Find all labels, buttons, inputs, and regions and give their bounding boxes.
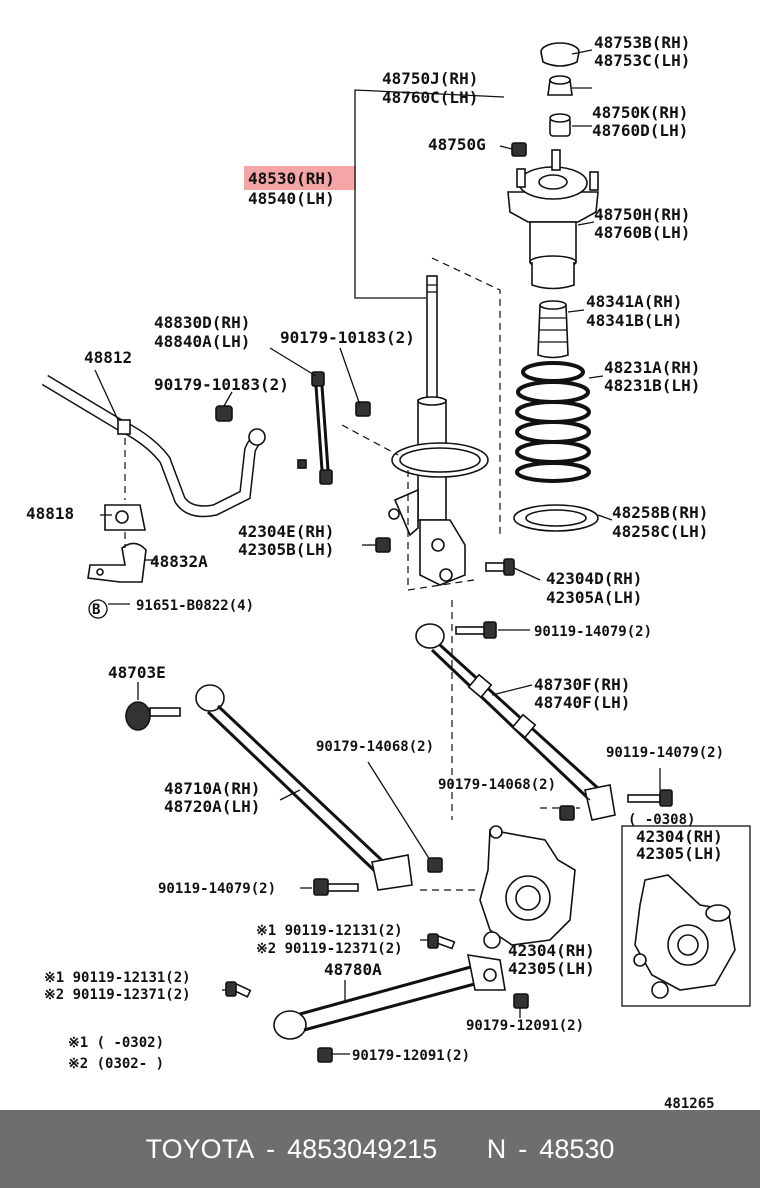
label-90179-10183-b: 90179-10183(2) xyxy=(154,375,289,394)
label-90179-12091-b: 90179-12091(2) xyxy=(352,1048,470,1064)
label-42304e: 42304E(RH) xyxy=(238,522,334,541)
label-48703e: 48703E xyxy=(108,663,166,682)
label-90119-12131-a: ※1 90119-12131(2) xyxy=(256,923,403,939)
label-48231b: 48231B(LH) xyxy=(604,376,700,395)
label-48540: 48540(LH) xyxy=(248,189,335,208)
label-48750j: 48750J(RH) xyxy=(382,69,478,88)
note-1: ※1 ( -0302) xyxy=(68,1035,164,1051)
upper-cap-icon xyxy=(540,42,580,67)
label-90179-10183-a: 90179-10183(2) xyxy=(280,328,415,347)
highlight-48530 xyxy=(244,166,356,190)
label-90119-14079-c: 90119-14079(2) xyxy=(158,881,276,897)
label-91651: 91651-B0822(4) xyxy=(136,598,254,614)
label-90119-14079-b: 90119-14079(2) xyxy=(606,745,724,761)
note-2: ※2 (0302- ) xyxy=(68,1056,164,1072)
label-90179-12091-a: 90179-12091(2) xyxy=(466,1018,584,1034)
label-42304-inset: 42304(RH) xyxy=(636,827,723,846)
label-48780a: 48780A xyxy=(324,960,382,979)
inset-frame xyxy=(621,825,751,1007)
label-48832a: 48832A xyxy=(150,552,208,571)
spring-seat-icon xyxy=(513,504,599,532)
bar-bracket-icon xyxy=(87,542,147,583)
label-48760c: 48760C(LH) xyxy=(382,88,478,107)
knuckle-icon xyxy=(479,825,576,949)
stabilizer-link-icon xyxy=(297,371,371,485)
nut-icon-14068b xyxy=(559,805,575,821)
bolt-icon-42304d xyxy=(485,558,515,576)
bolt-icon-12131b xyxy=(225,980,252,998)
label-48740f: 48740F(LH) xyxy=(534,693,630,712)
label-48750h: 48750H(RH) xyxy=(594,205,690,224)
stabilizer-bar-icon xyxy=(41,374,266,518)
inset-knuckle-icon xyxy=(633,874,736,999)
bracket-bolt-icon xyxy=(215,405,233,422)
label-48530: 48530(RH) xyxy=(248,169,335,188)
nut-icon-12091a xyxy=(513,993,529,1009)
nut-icon-14068 xyxy=(427,857,443,873)
bolt-icon-14079c xyxy=(627,789,673,807)
upper-arm-icon xyxy=(195,684,413,891)
label-48710a: 48710A(RH) xyxy=(164,779,260,798)
nut-icon-12091b xyxy=(317,1047,333,1063)
bar-bushing-icon xyxy=(104,504,146,531)
footer-part-number: 4853049215 xyxy=(287,1134,438,1164)
footer-ref: 48530 xyxy=(539,1134,615,1164)
footer-sep2: - xyxy=(518,1134,528,1164)
footer-bar: TOYOTA-4853049215 N-48530 xyxy=(0,1110,760,1188)
label-90179-14068-b: 90179-14068(2) xyxy=(438,777,556,793)
label-48753b: 48753B(RH) xyxy=(594,33,690,52)
toe-link-icon xyxy=(415,623,616,821)
label-48258c: 48258C(LH) xyxy=(612,522,708,541)
label-inset-range: ( -0308) xyxy=(628,812,695,828)
label-90119-12131-b: ※1 90119-12131(2) xyxy=(44,970,191,986)
bubble-b-icon xyxy=(88,599,108,619)
bushing-48703e-icon xyxy=(125,701,181,731)
footer-prefix: N xyxy=(486,1134,507,1164)
label-42305-inset: 42305(LH) xyxy=(636,844,723,863)
label-90119-14079-a: 90119-14079(2) xyxy=(534,624,652,640)
label-48750g: 48750G xyxy=(428,135,486,154)
label-90119-12371-b: ※2 90119-12371(2) xyxy=(44,987,191,1003)
label-48730f: 48730F(RH) xyxy=(534,675,630,694)
label-48818: 48818 xyxy=(26,504,74,523)
label-48720a: 48720A(LH) xyxy=(164,797,260,816)
nut-icon xyxy=(547,75,573,96)
small-nut-icon xyxy=(511,142,527,157)
parts-diagram: B 48753B(RH) 48753C(LH) 48750J(RH) 48760… xyxy=(26,33,751,1110)
label-48812: 48812 xyxy=(84,348,132,367)
label-42304d: 42304D(RH) xyxy=(546,569,642,588)
label-90119-12371-a: ※2 90119-12371(2) xyxy=(256,941,403,957)
label-48341b: 48341B(LH) xyxy=(586,311,682,330)
bump-stopper-icon xyxy=(537,300,569,359)
diagram-id: 481265 xyxy=(664,1096,715,1110)
label-48753c: 48753C(LH) xyxy=(594,51,690,70)
label-48231a: 48231A(RH) xyxy=(604,358,700,377)
strut-mount-icon xyxy=(507,149,599,290)
label-48750k: 48750K(RH) xyxy=(592,103,688,122)
label-48760b: 48760B(LH) xyxy=(594,223,690,242)
label-42305a: 42305A(LH) xyxy=(546,588,642,607)
bolt-icon-14079b xyxy=(313,878,359,896)
label-48760d: 48760D(LH) xyxy=(592,121,688,140)
shock-absorber-icon xyxy=(388,275,489,586)
label-48830d: 48830D(RH) xyxy=(154,313,250,332)
label-42305: 42305(LH) xyxy=(508,959,595,978)
bolt-icon-12131a xyxy=(427,933,456,950)
label-90179-14068-a: 90179-14068(2) xyxy=(316,739,434,755)
label-48258b: 48258B(RH) xyxy=(612,503,708,522)
footer-sep1: - xyxy=(266,1134,276,1164)
label-48840a: 48840A(LH) xyxy=(154,332,250,351)
coil-spring-icon xyxy=(515,361,591,483)
nut-icon-42304e xyxy=(375,537,391,553)
bubble-b-text: B xyxy=(92,602,100,618)
bolt-icon-toe xyxy=(455,621,497,639)
label-42305b: 42305B(LH) xyxy=(238,540,334,559)
label-42304: 42304(RH) xyxy=(508,941,595,960)
label-48341a: 48341A(RH) xyxy=(586,292,682,311)
lower-arm-icon xyxy=(273,954,506,1040)
footer-brand: TOYOTA xyxy=(145,1134,255,1164)
bushing-icon xyxy=(549,113,571,137)
